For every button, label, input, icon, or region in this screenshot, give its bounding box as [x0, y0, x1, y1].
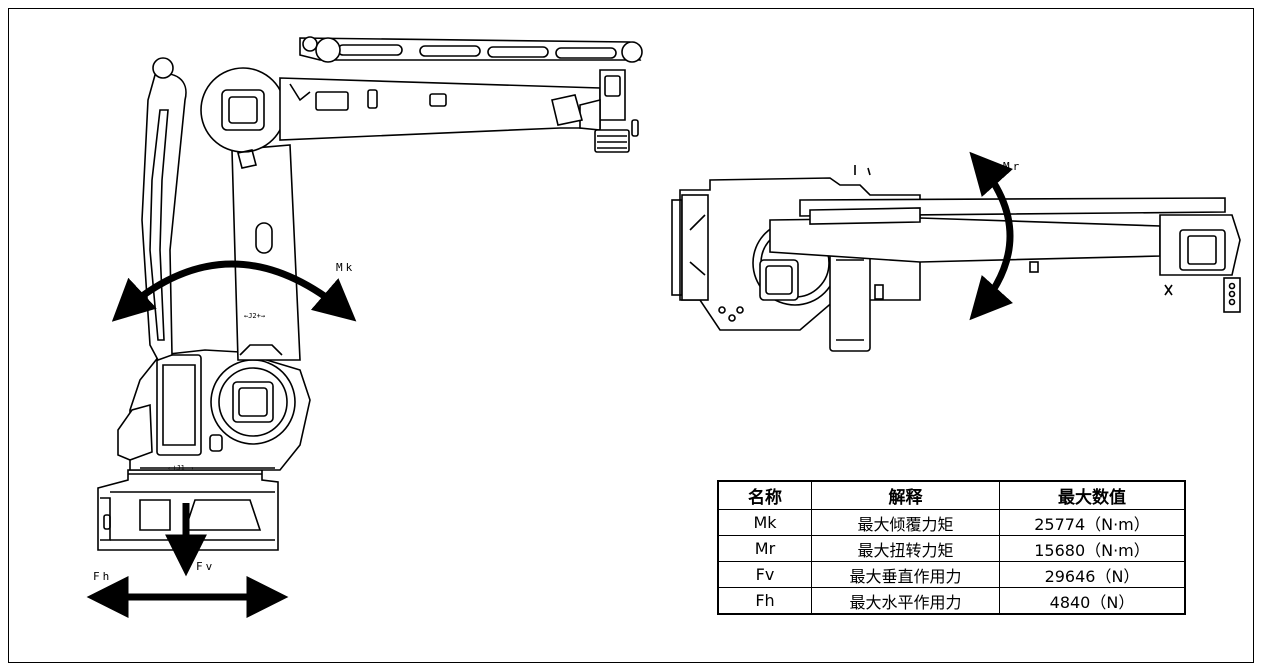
mk-label: Mk — [336, 261, 355, 274]
parallel-link — [141, 57, 187, 361]
fh-label: Fh — [93, 570, 112, 583]
top-link-bar — [299, 36, 643, 63]
header-name: 名称 — [718, 481, 812, 510]
j2-label: ←J2+→ — [244, 312, 265, 320]
j2-motor — [210, 359, 296, 445]
table-cell: Mk — [718, 509, 812, 536]
table-row: Fh 最大水平作用力 4840（N） — [718, 587, 1185, 614]
mr-label: Mr — [1003, 160, 1022, 173]
table-cell: 29646（N） — [999, 561, 1185, 588]
table-cell: 15680（N·m） — [999, 535, 1185, 562]
table-cell: 最大扭转力矩 — [811, 535, 1000, 562]
robot-top-view — [671, 165, 1241, 352]
mk-moment-arrow — [111, 260, 357, 322]
table-row: Mk 最大倾覆力矩 25774（N·m） — [718, 509, 1185, 536]
robot-side-view — [97, 36, 643, 551]
header-max-value: 最大数值 — [999, 481, 1185, 510]
table-cell: Mr — [718, 535, 812, 562]
table-cell: Fv — [718, 561, 812, 588]
table-row: Mr 最大扭转力矩 15680（N·m） — [718, 535, 1185, 562]
table-cell: Fh — [718, 587, 812, 614]
main-arm — [231, 144, 301, 361]
table-cell: 最大水平作用力 — [811, 587, 1000, 614]
header-description: 解释 — [811, 481, 1000, 510]
table-cell: 最大倾覆力矩 — [811, 509, 1000, 536]
j1-label: ←+J1−→ — [168, 464, 193, 472]
max-load-table: 名称 解释 最大数值 Mk 最大倾覆力矩 25774（N·m） Mr 最大扭转力… — [717, 480, 1186, 615]
fv-label: Fv — [196, 560, 215, 573]
table-row: Fv 最大垂直作用力 29646（N） — [718, 561, 1185, 588]
upper-arm — [279, 77, 601, 141]
table-cell: 4840（N） — [999, 587, 1185, 614]
table-header-row: 名称 解释 最大数值 — [718, 481, 1185, 510]
table-cell: 最大垂直作用力 — [811, 561, 1000, 588]
wrist-flange — [551, 69, 639, 153]
mr-moment-arrow — [969, 151, 1014, 321]
table-cell: 25774（N·m） — [999, 509, 1185, 536]
